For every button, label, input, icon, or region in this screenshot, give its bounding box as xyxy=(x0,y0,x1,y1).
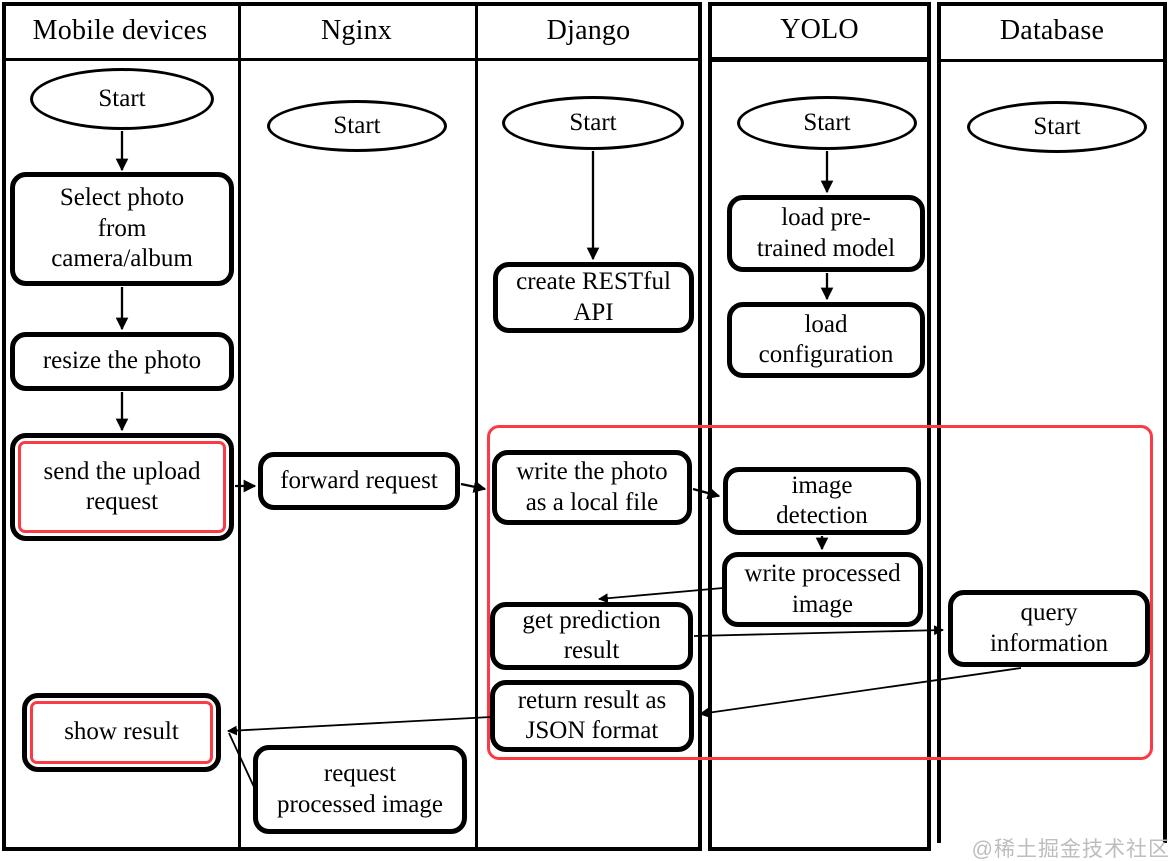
arrow-write-processed-to-get-prediction xyxy=(598,587,724,604)
line-request-processed-to-show-result xyxy=(228,732,255,788)
start-label: Start xyxy=(1033,113,1081,140)
start-label: Start xyxy=(333,112,381,139)
node-label: Select photo from camera/album xyxy=(51,184,193,273)
lane-header-mobile-devices: Mobile devices xyxy=(2,4,238,58)
start-terminator-nginx: Start xyxy=(267,100,447,152)
lane-title: Nginx xyxy=(321,15,392,46)
node-send-upload-request: send the upload request xyxy=(10,433,234,541)
start-label: Start xyxy=(98,85,146,112)
node-label: get prediction result xyxy=(522,606,661,665)
arrow-forward-to-write-photo xyxy=(460,480,487,493)
node-select-photo: Select photo from camera/album xyxy=(10,172,234,286)
node-get-prediction-result: get prediction result xyxy=(490,602,693,670)
start-terminator-mobile: Start xyxy=(30,68,214,130)
highlight-red-rectangle xyxy=(487,425,1153,760)
node-load-pretrained-model: load pre- trained model xyxy=(727,195,925,272)
arrow-write-photo-to-detection xyxy=(692,486,721,500)
header-divider-yolo xyxy=(708,57,931,62)
node-label: send the upload request xyxy=(43,457,201,516)
node-label: forward request xyxy=(280,466,438,494)
arrow-return-json-to-show-result xyxy=(227,716,492,736)
node-request-processed-image: request processed image xyxy=(253,745,467,834)
start-terminator-django: Start xyxy=(502,96,684,150)
lane-divider-mobile-nginx xyxy=(238,2,241,851)
lane-header-django: Django xyxy=(475,4,702,58)
header-divider-database xyxy=(937,59,1167,62)
node-return-json-result: return result as JSON format xyxy=(490,680,694,752)
lane-title: Database xyxy=(999,15,1105,46)
node-query-information: query information xyxy=(948,590,1150,667)
node-label: write the photo as a local file xyxy=(516,458,668,516)
node-show-result: show result xyxy=(22,693,221,772)
node-label: load pre- trained model xyxy=(756,204,896,262)
arrow-query-to-return-json xyxy=(699,667,1022,718)
header-divider-left xyxy=(2,58,702,61)
node-write-photo-local-file: write the photo as a local file xyxy=(492,450,692,525)
start-terminator-database: Start xyxy=(967,101,1147,153)
start-label: Start xyxy=(803,109,851,136)
node-label: load configuration xyxy=(758,310,894,369)
watermark-background-patch xyxy=(933,843,1174,861)
lane-header-nginx: Nginx xyxy=(238,4,475,58)
lane-header-yolo: YOLO xyxy=(708,4,931,56)
node-load-configuration: load configuration xyxy=(727,302,925,378)
node-label: query information xyxy=(989,599,1109,657)
node-label: request processed image xyxy=(277,760,443,818)
lane-divider-nginx-django xyxy=(475,2,478,851)
node-label: image detection xyxy=(776,471,868,530)
node-label: write processed image xyxy=(744,560,901,618)
node-label: return result as JSON format xyxy=(517,686,667,745)
watermark: @稀土掘金技术社区 xyxy=(971,838,1170,861)
lane-title: YOLO xyxy=(780,14,859,45)
lane-header-database: Database xyxy=(937,4,1167,58)
node-write-processed-image: write processed image xyxy=(722,552,923,627)
node-label: create RESTful API xyxy=(516,268,671,326)
lane-title: Mobile devices xyxy=(32,15,208,46)
start-label: Start xyxy=(569,109,617,136)
node-forward-request: forward request xyxy=(258,452,460,510)
lane-title: Django xyxy=(546,15,631,46)
node-resize-photo: resize the photo xyxy=(10,332,234,391)
arrow-get-prediction-to-query xyxy=(693,625,944,637)
node-create-restful-api: create RESTful API xyxy=(493,262,694,333)
node-image-detection: image detection xyxy=(723,467,921,535)
node-label: resize the photo xyxy=(42,347,202,375)
start-terminator-yolo: Start xyxy=(737,96,917,150)
node-label: show result xyxy=(64,718,179,746)
